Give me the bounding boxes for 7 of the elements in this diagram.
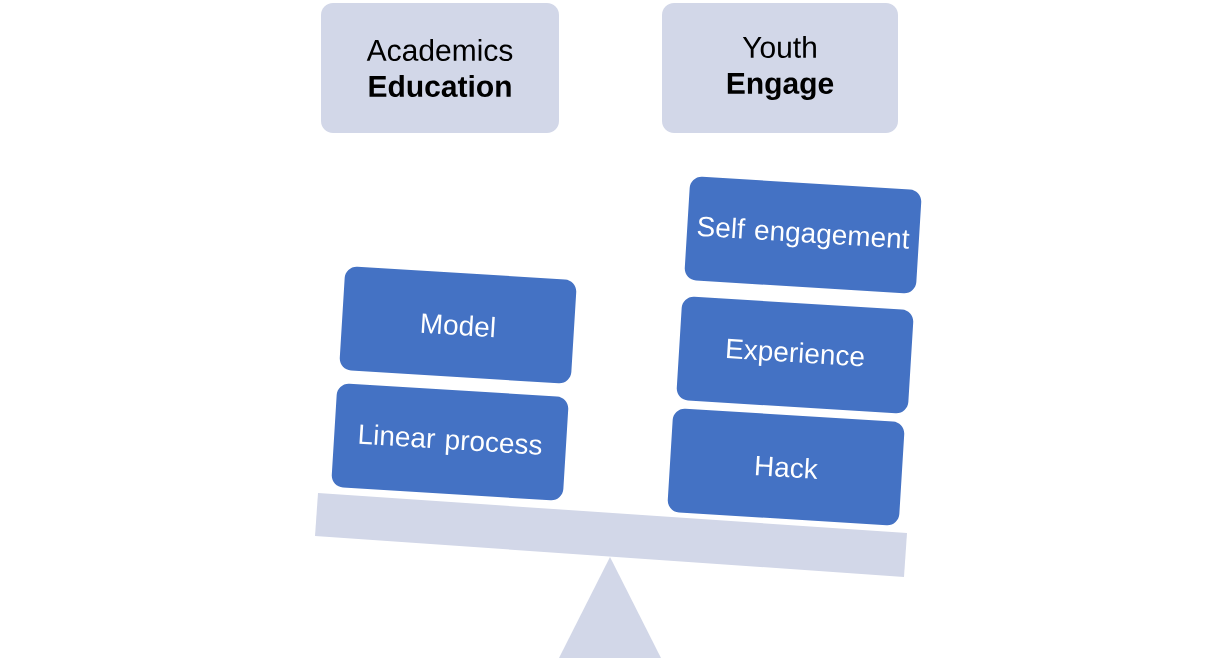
stacked-block: Hack [667, 408, 905, 526]
stacked-block: Model [339, 266, 577, 384]
category-box: Academics Education [321, 3, 559, 133]
stacked-block: Linear process [331, 383, 569, 501]
stacked-block: Self engagement [684, 176, 922, 294]
category-box: Youth Engage [662, 3, 898, 133]
stacked-block: Experience [676, 296, 914, 414]
